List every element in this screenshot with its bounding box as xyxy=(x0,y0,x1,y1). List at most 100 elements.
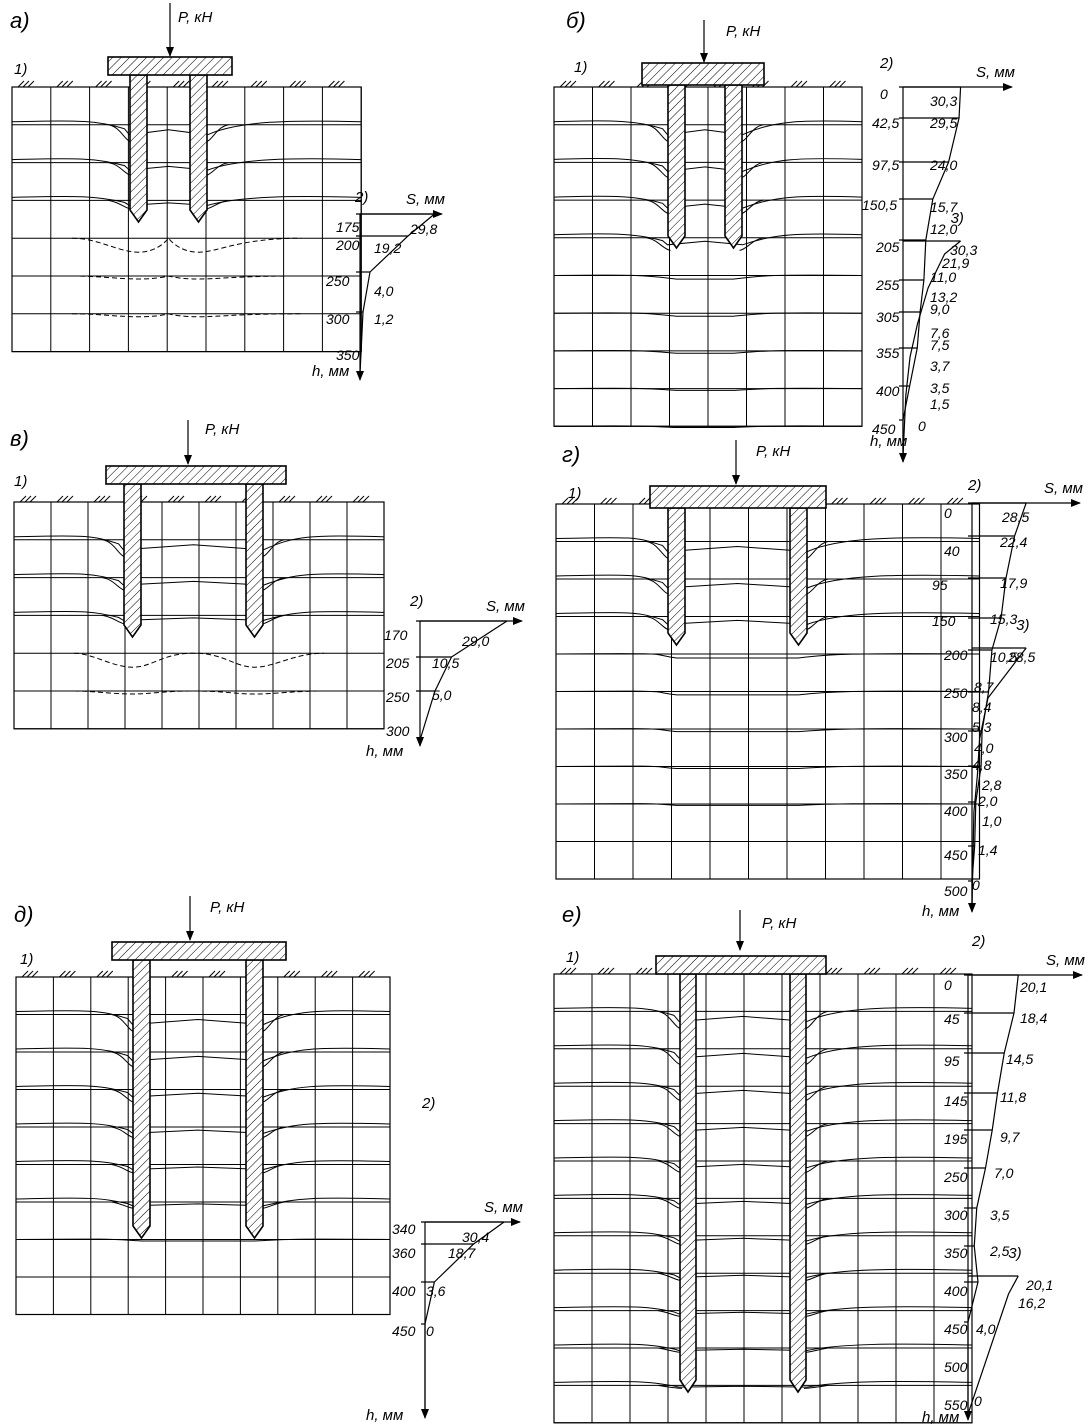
settlement-axis-label: S, мм xyxy=(406,191,445,208)
depth-tick-label: 200 xyxy=(335,237,360,253)
depth-tick-label: 300 xyxy=(326,311,350,327)
settlement-curve xyxy=(739,124,764,144)
settlement-curve xyxy=(260,1014,285,1033)
ground-hatch xyxy=(362,495,370,503)
pile xyxy=(189,74,208,224)
tip-value-label: 3,7 xyxy=(930,358,951,374)
settlement-value-label: 29,5 xyxy=(929,115,957,131)
soil-grid xyxy=(11,87,362,353)
subfigure-1-label: 1) xyxy=(574,59,587,76)
settlement-curve-dashed xyxy=(71,275,302,280)
ground-hatch xyxy=(908,497,915,505)
settlement-curve xyxy=(804,616,829,631)
ground-hatch xyxy=(358,970,365,978)
settlement-curve xyxy=(15,1197,391,1207)
settlement-axis-label: S, мм xyxy=(484,1199,523,1216)
ground-hatch xyxy=(635,967,643,975)
settlement-curve xyxy=(553,274,863,280)
settlement-axis-label: S, мм xyxy=(1046,952,1085,969)
ground-hatch xyxy=(315,495,323,503)
depth-axis-label: h, мм xyxy=(922,1409,959,1426)
settlement-value-label: 24,0 xyxy=(929,157,957,173)
settlement-curve xyxy=(553,1007,973,1022)
ground-hatch xyxy=(98,495,106,503)
settlement-curve xyxy=(15,1085,391,1098)
ground-hatch xyxy=(610,497,617,505)
depth-tick-label: 95 xyxy=(932,577,948,593)
depth-tick-label: 340 xyxy=(392,1221,416,1237)
ground-hatch xyxy=(211,80,219,88)
ground-hatch xyxy=(645,967,653,975)
ground-hatch xyxy=(24,495,32,503)
ground-hatch xyxy=(333,80,340,88)
settlement-curve xyxy=(555,574,980,589)
ground-hatch xyxy=(790,80,798,88)
pile-cap xyxy=(649,485,827,509)
ground-hatch xyxy=(357,495,365,503)
settlement-value-label: 7,0 xyxy=(994,1165,1014,1181)
ground-hatch xyxy=(56,495,64,503)
settlement-value-label: 17,9 xyxy=(1000,575,1027,591)
chart-2-label: 2) xyxy=(971,933,985,950)
panel-title: д) xyxy=(14,902,34,927)
ground-hatch xyxy=(330,970,338,978)
depth-tick-label: 45 xyxy=(944,1011,960,1027)
ground-hatch xyxy=(289,80,296,88)
chart-3-label: 3) xyxy=(1008,1245,1021,1262)
settlement-value-label: 2,0 xyxy=(977,793,998,809)
settlement-curve xyxy=(553,1119,973,1132)
ground-hatch xyxy=(873,967,881,975)
soil-grid xyxy=(553,974,973,1424)
settlement-curve xyxy=(803,1010,829,1030)
ground-hatch xyxy=(825,967,833,975)
tip-value-label: 2,8 xyxy=(981,777,1002,793)
depth-tick-label: 250 xyxy=(943,685,968,701)
settlement-value-label: 0 xyxy=(972,877,980,893)
settlement-curve xyxy=(739,237,764,251)
ground-hatch xyxy=(836,497,843,505)
ground-hatch xyxy=(21,970,29,978)
ground-hatch xyxy=(939,967,947,975)
ground-hatch xyxy=(56,80,64,88)
ground-hatch xyxy=(638,497,646,505)
ground-hatch xyxy=(602,967,610,975)
ground-hatch xyxy=(559,967,567,975)
settlement-curve xyxy=(555,690,980,696)
ground-hatch xyxy=(352,495,360,503)
ground-hatch xyxy=(209,495,217,503)
ground-hatch xyxy=(913,497,920,505)
ground-hatch xyxy=(901,967,909,975)
settlement-value-label: 5,3 xyxy=(972,719,992,735)
subfigure-1-label: 1) xyxy=(14,473,27,490)
depth-tick-label: 97,5 xyxy=(872,157,899,173)
pile-cap xyxy=(641,62,765,86)
ground-hatch xyxy=(181,970,188,978)
settlement-value-label: 4,0 xyxy=(374,283,394,299)
ground-hatch xyxy=(26,970,34,978)
settlement-value-label: 10,5 xyxy=(990,649,1017,665)
pile xyxy=(245,959,264,1240)
settlement-curve xyxy=(555,537,980,553)
ground-hatch xyxy=(172,495,180,503)
ground-hatch xyxy=(841,497,848,505)
depth-tick-label: 250 xyxy=(325,273,350,289)
ground-hatch xyxy=(564,80,572,88)
ground-hatch xyxy=(27,80,35,88)
settlement-curve xyxy=(555,653,980,659)
panel-title: г) xyxy=(562,442,580,467)
load-label: P, кН xyxy=(726,23,760,40)
depth-tick-label: 400 xyxy=(392,1283,416,1299)
settlement-value-label: 9,0 xyxy=(930,301,950,317)
tip-value-label: 13,2 xyxy=(930,289,957,305)
ground-hatch xyxy=(283,970,291,978)
settlement-curve xyxy=(553,120,863,136)
depth-tick-label: 205 xyxy=(875,239,900,255)
ground-hatch xyxy=(221,80,229,88)
settlement-curve xyxy=(553,158,863,172)
depth-tick-label: 170 xyxy=(384,627,408,643)
settlement-curve-dashed xyxy=(71,237,302,253)
pile xyxy=(724,84,743,250)
settlement-value-label: 29,8 xyxy=(409,221,437,237)
settlement-value-label: 11,8 xyxy=(1000,1089,1026,1105)
depth-tick-label: 0 xyxy=(944,977,952,993)
